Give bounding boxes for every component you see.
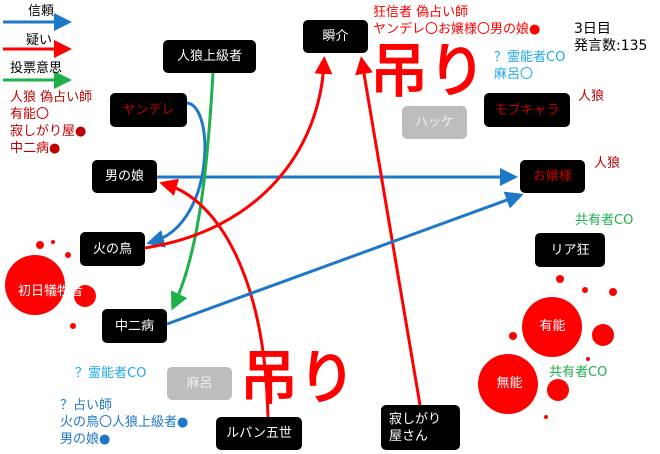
node-hakke[interactable]: ハッケ — [402, 106, 467, 139]
doubt-arrow-sabishigari-shunsuke — [355, 56, 422, 406]
node-yandere[interactable]: ヤンデレ — [110, 93, 187, 127]
note-ojousama: 人狼 — [594, 156, 621, 171]
note-maro: ？霊能者CO — [75, 366, 147, 381]
trust-arrow-chuunibyou-ojousama — [166, 191, 524, 326]
note-mobchara: 人狼 — [578, 89, 605, 104]
day-counter: 3日目発言数:135 — [574, 21, 648, 54]
node-riakyou[interactable]: リア狂 — [535, 233, 605, 267]
legend-trust-label: 信頼 — [28, 4, 55, 19]
trust-arrow-yandere-hinotori — [146, 101, 207, 248]
node-chuunibyou[interactable]: 中二病 — [102, 309, 167, 343]
note-top-center: 狂信者 偽占い師ヤンデレ〇お嬢様〇男の娘● — [373, 5, 541, 37]
node-lupin[interactable]: ルパン五世 — [216, 417, 302, 450]
node-hinotori[interactable]: 火の鳥 — [80, 232, 145, 266]
blood-splatter — [5, 240, 617, 419]
node-sabishigari[interactable]: 寂しがり屋さん — [381, 405, 460, 450]
node-munou[interactable]: 無能 — [496, 376, 523, 391]
hang-mark-maro: 吊り — [240, 344, 357, 412]
note-bottom-left: ？占い師火の鳥〇人狼上級者●男の娘● — [60, 398, 189, 447]
node-ojousama[interactable]: お嬢様 — [520, 160, 585, 193]
doubt-arrow-hinotori-shunsuke — [144, 56, 333, 250]
legend-doubt-label: 疑い — [26, 33, 53, 48]
node-shunsuke[interactable]: 瞬介 — [303, 20, 368, 53]
note-riakyou: 共有者CO — [575, 213, 634, 228]
legend-vote-label: 投票意思 — [10, 61, 63, 76]
node-yuunou[interactable]: 有能 — [539, 319, 566, 334]
node-shonichi[interactable]: 初日犠牲者 — [17, 283, 83, 299]
node-jinro-joukyu[interactable]: 人狼上級者 — [163, 40, 256, 73]
doubt-arrow-lupin-otokonoko — [159, 178, 270, 418]
node-otokonoko[interactable]: 男の娘 — [92, 160, 157, 193]
node-maro[interactable]: 麻呂 — [167, 367, 232, 400]
vote-arrow-jinro-chuunibyou — [170, 72, 215, 311]
node-mobchara[interactable]: モブキャラ — [484, 93, 570, 127]
note-left-top: 人狼 偽占い師有能〇寂しがり屋●中二病● — [10, 90, 93, 156]
hang-mark-hakke: 吊り — [370, 37, 487, 105]
note-yuunou: 共有者CO — [549, 365, 608, 380]
